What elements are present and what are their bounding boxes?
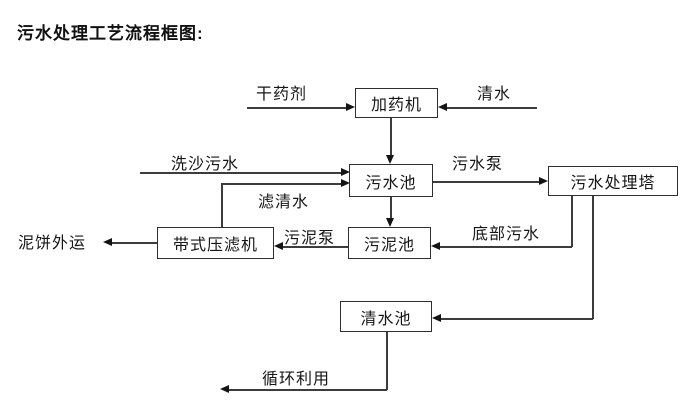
edge-label-clean-water: 清水 — [477, 86, 512, 103]
edge-line-bottom-sewage-vertical — [571, 196, 573, 247]
node-belt-filter-press-label: 带式压滤机 — [172, 237, 258, 254]
arrowhead-bottom-sewage — [431, 242, 440, 250]
edge-label-recycle-use: 循环利用 — [262, 371, 331, 388]
arrowhead-sewage-pump — [539, 177, 548, 185]
edge-label-filtered-water: 滤清水 — [258, 194, 310, 211]
edge-line-mud-cake — [112, 242, 157, 244]
edge-line-sewage-pump — [433, 181, 539, 183]
node-sludge-pool: 污泥池 — [348, 227, 431, 259]
arrowhead-recycle — [220, 385, 229, 393]
edge-line-filtered-water-vertical — [221, 183, 223, 227]
node-clean-water-pool-label: 清水池 — [360, 310, 412, 328]
edge-line-recycle — [229, 389, 387, 391]
edge-line-sewage-to-sludge — [390, 197, 392, 219]
edge-line-tower-to-clean-vertical — [592, 196, 594, 319]
edge-label-sewage-pump: 污水泵 — [452, 156, 504, 173]
edge-line-tower-to-clean — [441, 318, 593, 320]
arrowhead-sludge-pump — [274, 242, 283, 250]
arrowhead-dosing-to-sewage — [386, 155, 394, 164]
arrowhead-sewage-to-sludge — [386, 218, 394, 227]
node-treatment-tower-label: 污水处理塔 — [570, 175, 656, 192]
edge-line-bottom-sewage — [440, 246, 572, 248]
arrowhead-filtered-water — [341, 179, 350, 187]
edge-line-filtered-water — [221, 183, 341, 185]
edge-line-clean-water — [447, 107, 537, 109]
edge-line-recycle-vertical — [386, 332, 388, 390]
arrowhead-tower-to-clean — [432, 314, 441, 322]
arrowhead-dry-chemical — [346, 103, 355, 111]
node-dosing-machine-label: 加药机 — [370, 97, 422, 114]
edge-label-mud-cake-out: 泥饼外运 — [18, 235, 87, 252]
node-dosing-machine: 加药机 — [355, 88, 438, 118]
edge-label-sludge-pump: 污泥泵 — [284, 230, 336, 247]
edge-label-dry-chemical: 干药剂 — [256, 86, 308, 103]
node-treatment-tower: 污水处理塔 — [548, 166, 678, 196]
arrowhead-mud-cake — [103, 238, 112, 246]
edge-line-dosing-to-sewage — [390, 118, 392, 156]
arrowhead-clean-water — [438, 103, 447, 111]
node-sludge-pool-label: 污泥池 — [363, 237, 415, 254]
edge-line-sand-washing — [140, 172, 342, 174]
node-sewage-pool-label: 污水池 — [365, 174, 417, 192]
node-clean-water-pool: 清水池 — [340, 301, 432, 332]
edge-line-sludge-pump — [283, 246, 348, 248]
edge-line-dry-chemical — [247, 107, 347, 109]
arrowhead-sand-washing — [341, 168, 350, 176]
edge-label-sand-washing-sewage: 洗沙污水 — [171, 156, 240, 173]
node-belt-filter-press: 带式压滤机 — [157, 227, 274, 259]
page-title: 污水处理工艺流程框图: — [17, 24, 204, 43]
node-sewage-pool: 污水池 — [349, 164, 433, 197]
edge-label-bottom-sewage: 底部污水 — [472, 226, 541, 243]
